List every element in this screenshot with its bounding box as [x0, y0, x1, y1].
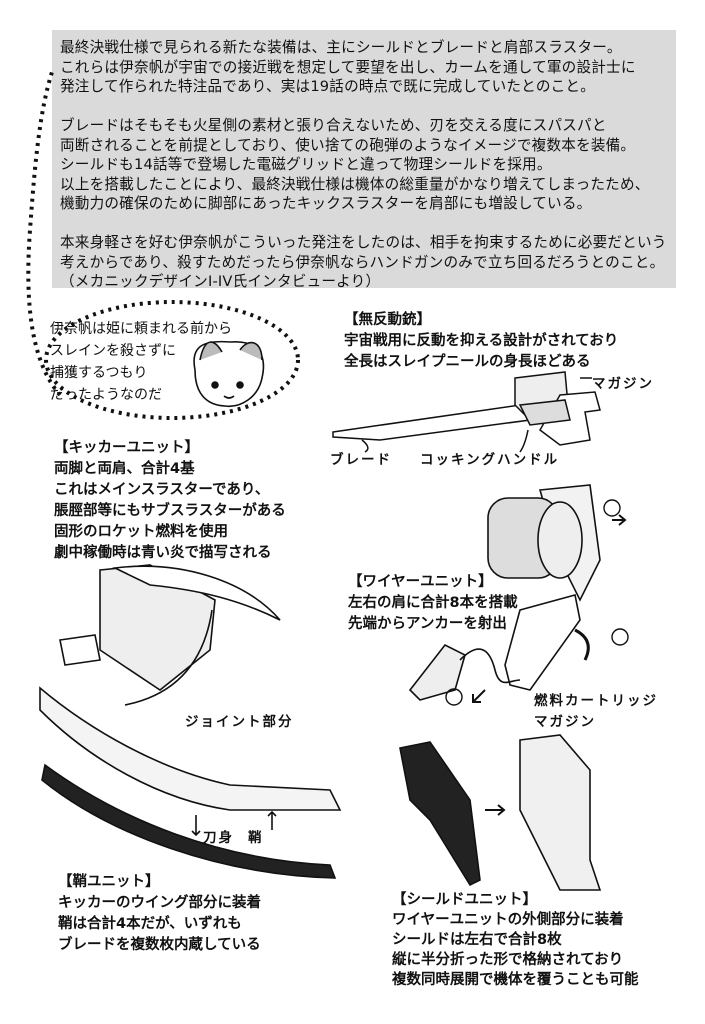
label-blade-body: 刀身: [203, 830, 234, 846]
section-title: 【鞘ユニット】: [58, 874, 160, 890]
section-title: 【無反動銃】: [344, 312, 431, 328]
text-line: 脹脛部等にもサブスラスターがある: [54, 503, 286, 519]
text-line: 縦に半分折った形で格納されており: [392, 952, 624, 968]
text-line: 最終決戦仕様で見られる新たな装備は、主にシールドとブレードと肩部スラスター。: [60, 39, 622, 56]
label-blade: ブレード: [330, 452, 392, 468]
label-cocking-handle: コッキングハンドル: [420, 452, 560, 468]
text-line: シールドも14話等で登場した電磁グリッドと違って物理シールドを採用。: [60, 156, 552, 173]
text-line: 両断されることを前提としており、使い捨ての砲弾のようなイメージで複数本を装備。: [60, 136, 636, 154]
wire-unit-caption: 【ワイヤーユニット】 左右の肩に合計8本を搭載 先端からアンカーを射出: [348, 572, 518, 635]
text-line: 本来身軽さを好む伊奈帆がこういった発注をしたのは、相手を拘束するために必要だとい…: [60, 234, 667, 251]
text-line: 全長はスレイプニールの身長ほどある: [344, 354, 591, 370]
shield-unit-caption: 【シールドユニット】 ワイヤーユニットの外側部分に装着 シールドは左右で合計8枚…: [392, 890, 639, 990]
intro-paragraph-1: 最終決戦仕様で見られる新たな装備は、主にシールドとブレードと肩部スラスター。 こ…: [60, 38, 636, 97]
text-line: だったようなのだ: [50, 387, 162, 403]
text-line: キッカーのウイング部分に装着: [58, 895, 261, 911]
text-line: 伊奈帆は姫に頼まれる前から: [50, 321, 232, 337]
text-line: 鞘は合計4本だが、いずれも: [58, 916, 242, 932]
shield-unit-drawing: [399, 734, 602, 891]
text-line: （メカニックデザインI-IV氏インタビューより）: [60, 273, 381, 290]
kicker-unit-caption: 【キッカーユニット】 両脚と両肩、合計4基 これはメインスラスターであり、 脹脛…: [54, 438, 286, 564]
text-line: ブレードはそもそも火星側の素材と張り合えないため、刃を交える度にスパスパと: [60, 117, 607, 134]
speech-bubble-text: 伊奈帆は姫に頼まれる前から スレインを殺さずに 捕獲するつもり だったようなのだ: [50, 318, 232, 406]
text-line: 両脚と両肩、合計4基: [54, 461, 195, 477]
text-line: 捕獲するつもり: [50, 365, 148, 381]
text-line: 宇宙戦用に反動を抑える設計がされており: [344, 333, 619, 349]
intro-paragraph-2: ブレードはそもそも火星側の素材と張り合えないため、刃を交える度にスパスパと 両断…: [60, 116, 650, 214]
step-1-marker: ①: [606, 500, 615, 513]
label-magazine: マガジン: [592, 376, 654, 392]
label-fuel-cartridge: 燃料カートリッジ: [534, 693, 658, 709]
label-wire-magazine: マガジン: [534, 714, 596, 730]
text-line: 複数同時展開で機体を覆うことも可能: [392, 972, 639, 988]
text-line: ブレードを複数枚内蔵している: [58, 937, 261, 953]
step-3-marker: ③: [448, 689, 457, 702]
label-joint: ジョイント部分: [185, 714, 294, 730]
text-line: これらは伊奈帆が宇宙での接近戦を想定して要望を出し、カームを通して軍の設計士に: [60, 58, 636, 76]
sheath-unit-drawing: [39, 686, 342, 879]
speech-bubble-outline: [26, 71, 300, 420]
text-line: 左右の肩に合計8本を搭載: [348, 595, 518, 611]
text-line: 劇中稼働時は青い炎で描写される: [54, 545, 272, 561]
step-2-marker: ②: [614, 629, 623, 642]
text-line: 考えからであり、殺すためだったら伊奈帆ならハンドガンのみで立ち回るだろうとのこと…: [60, 253, 665, 271]
recoilless-gun-caption: 【無反動銃】 宇宙戦用に反動を抑える設計がされており 全長はスレイプニールの身長…: [344, 310, 618, 373]
label-sheath: 鞘: [248, 830, 264, 846]
text-line: 機動力の確保のために脚部にあったキックスラスターを肩部にも増設している。: [60, 195, 592, 212]
text-line: 以上を搭載したことにより、最終決戦仕様は機体の総重量がかなり増えてしまったため、: [60, 175, 650, 193]
text-line: これはメインスラスターであり、: [54, 482, 270, 498]
text-line: 固形のロケット燃料を使用: [54, 524, 228, 540]
text-line: シールドは左右で合計8枚: [392, 932, 562, 948]
section-title: 【キッカーユニット】: [54, 440, 199, 456]
text-line: スレインを殺さずに: [50, 343, 176, 359]
text-line: ワイヤーユニットの外側部分に装着: [392, 912, 624, 928]
kicker-unit-drawing: [59, 564, 281, 706]
intro-paragraph-3: 本来身軽さを好む伊奈帆がこういった発注をしたのは、相手を拘束するために必要だとい…: [60, 233, 667, 292]
text-line: 先端からアンカーを射出: [348, 616, 507, 632]
section-title: 【シールドユニット】: [392, 892, 537, 908]
intro-text-box: 最終決戦仕様で見られる新たな装備は、主にシールドとブレードと肩部スラスター。 こ…: [52, 30, 676, 290]
wire-unit-drawing: [408, 484, 627, 703]
text-line: 発注して作られた特注品であり、実は19話の時点で既に完成していたとのこと。: [60, 78, 596, 95]
section-title: 【ワイヤーユニット】: [348, 574, 493, 590]
sheath-unit-caption: 【鞘ユニット】 キッカーのウイング部分に装着 鞘は合計4本だが、いずれも ブレー…: [58, 872, 261, 956]
chibi-character-drawing: [193, 340, 265, 407]
recoilless-gun-drawing: [332, 371, 601, 453]
